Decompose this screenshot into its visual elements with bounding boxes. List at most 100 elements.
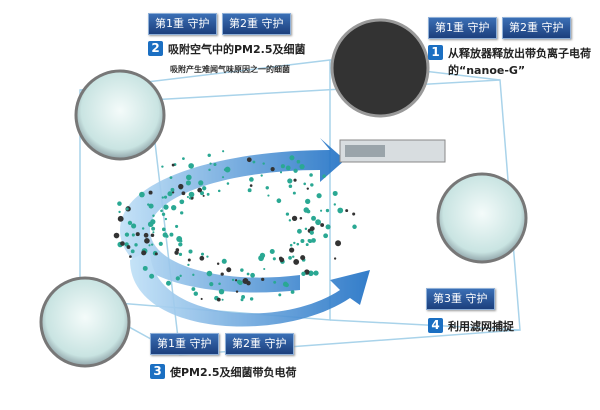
particle <box>188 191 195 198</box>
particle <box>288 184 293 189</box>
particle <box>299 163 305 170</box>
particle <box>306 187 309 190</box>
particle <box>293 178 297 182</box>
particle <box>221 176 225 179</box>
particle <box>197 187 203 193</box>
particle <box>130 249 135 254</box>
particle <box>167 191 173 197</box>
particle <box>166 280 171 286</box>
particle <box>221 298 224 301</box>
particle <box>178 252 183 257</box>
protection-badge: 第1重 守护 <box>148 13 217 35</box>
particle <box>269 248 275 254</box>
particles <box>113 150 357 302</box>
particle <box>224 166 231 173</box>
step-text: 从释放器释放出带负离子电荷的“nanoe-G” <box>448 47 591 77</box>
particle <box>171 204 177 211</box>
air-purifier-unit <box>339 139 446 163</box>
particle <box>280 164 285 169</box>
particle <box>293 241 296 245</box>
particle <box>291 215 298 222</box>
particle <box>188 197 192 200</box>
particle <box>141 227 145 230</box>
particle <box>288 219 292 222</box>
particle <box>186 174 192 181</box>
particle <box>209 282 214 287</box>
particle <box>131 233 135 237</box>
particle <box>345 209 349 213</box>
protection-badge: 第2重 守护 <box>225 333 294 355</box>
particle <box>309 173 313 177</box>
particle <box>263 267 266 271</box>
particle <box>144 238 150 244</box>
step-number: 4 <box>428 318 443 333</box>
particle <box>152 214 155 217</box>
protection-badge: 第2重 守护 <box>222 13 291 35</box>
particle <box>333 257 337 260</box>
step-number: 1 <box>428 45 443 60</box>
particle <box>292 255 295 258</box>
particle <box>192 273 195 276</box>
particle <box>113 232 120 239</box>
particle <box>181 191 186 196</box>
particle <box>200 297 203 300</box>
particle <box>287 178 293 184</box>
particle <box>124 232 130 237</box>
particle <box>320 209 323 212</box>
particle <box>170 187 175 192</box>
particle <box>307 238 311 243</box>
particle <box>207 153 211 157</box>
protection-badge: 第1重 守护 <box>428 17 497 39</box>
particle <box>304 227 308 231</box>
particle <box>316 193 322 199</box>
particle <box>131 223 137 229</box>
particle <box>292 191 296 195</box>
particle <box>200 252 205 256</box>
particle <box>313 270 319 276</box>
particle <box>261 277 265 282</box>
particle <box>185 180 191 186</box>
particle <box>120 241 125 246</box>
particle <box>231 278 235 282</box>
particle <box>117 215 124 222</box>
particle <box>148 203 154 209</box>
particle <box>246 157 252 163</box>
particle <box>305 243 309 247</box>
particle <box>279 171 283 174</box>
particle <box>325 224 331 230</box>
particle <box>169 232 174 237</box>
step-subtext: 吸附产生难闻气味原因之一的细菌 <box>170 65 290 74</box>
particle <box>352 212 356 216</box>
particle <box>161 227 166 232</box>
particle <box>191 287 196 291</box>
particle <box>117 201 122 206</box>
particle <box>171 191 175 194</box>
particle <box>178 183 184 190</box>
particle <box>303 207 310 213</box>
protection-badge: 第3重 守护 <box>426 288 495 310</box>
particle <box>180 239 183 243</box>
particle <box>241 295 246 299</box>
particle <box>143 232 149 238</box>
particle <box>188 163 194 169</box>
particle <box>337 207 344 214</box>
zoom-circle-release <box>330 18 430 118</box>
particle <box>188 249 193 254</box>
particle <box>126 245 131 249</box>
particle <box>150 233 155 238</box>
particle <box>179 274 182 278</box>
particle <box>174 250 179 255</box>
protection-badge: 第2重 守护 <box>502 17 571 39</box>
particle <box>202 194 205 197</box>
particle <box>352 224 357 230</box>
particle <box>260 174 263 177</box>
particle <box>300 255 306 261</box>
particle <box>206 270 213 277</box>
particle <box>216 297 221 302</box>
particle <box>296 242 300 246</box>
particle <box>158 241 163 246</box>
particle <box>265 186 269 190</box>
particle <box>165 234 169 238</box>
particle <box>262 162 265 165</box>
particle <box>221 258 227 264</box>
